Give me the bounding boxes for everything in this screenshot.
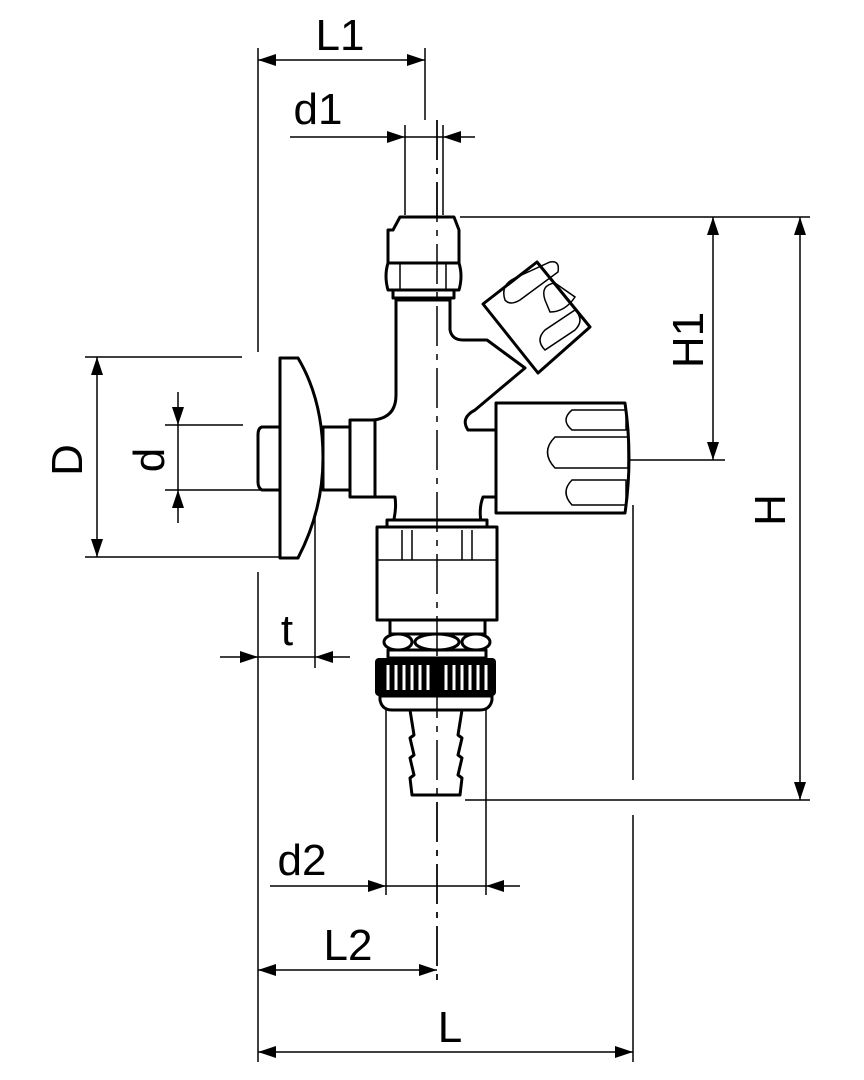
label-t: t bbox=[281, 606, 293, 655]
label-D: D bbox=[43, 444, 92, 476]
label-H: H bbox=[746, 494, 795, 526]
dimension-lines bbox=[91, 54, 806, 1058]
label-H1: H1 bbox=[664, 312, 713, 368]
label-L1: L1 bbox=[316, 11, 365, 60]
label-d1: d1 bbox=[294, 85, 343, 134]
valve-body bbox=[256, 120, 631, 980]
label-L: L bbox=[438, 1003, 462, 1052]
label-L2: L2 bbox=[324, 921, 373, 970]
label-d: d bbox=[125, 448, 174, 472]
label-d2: d2 bbox=[278, 836, 327, 885]
